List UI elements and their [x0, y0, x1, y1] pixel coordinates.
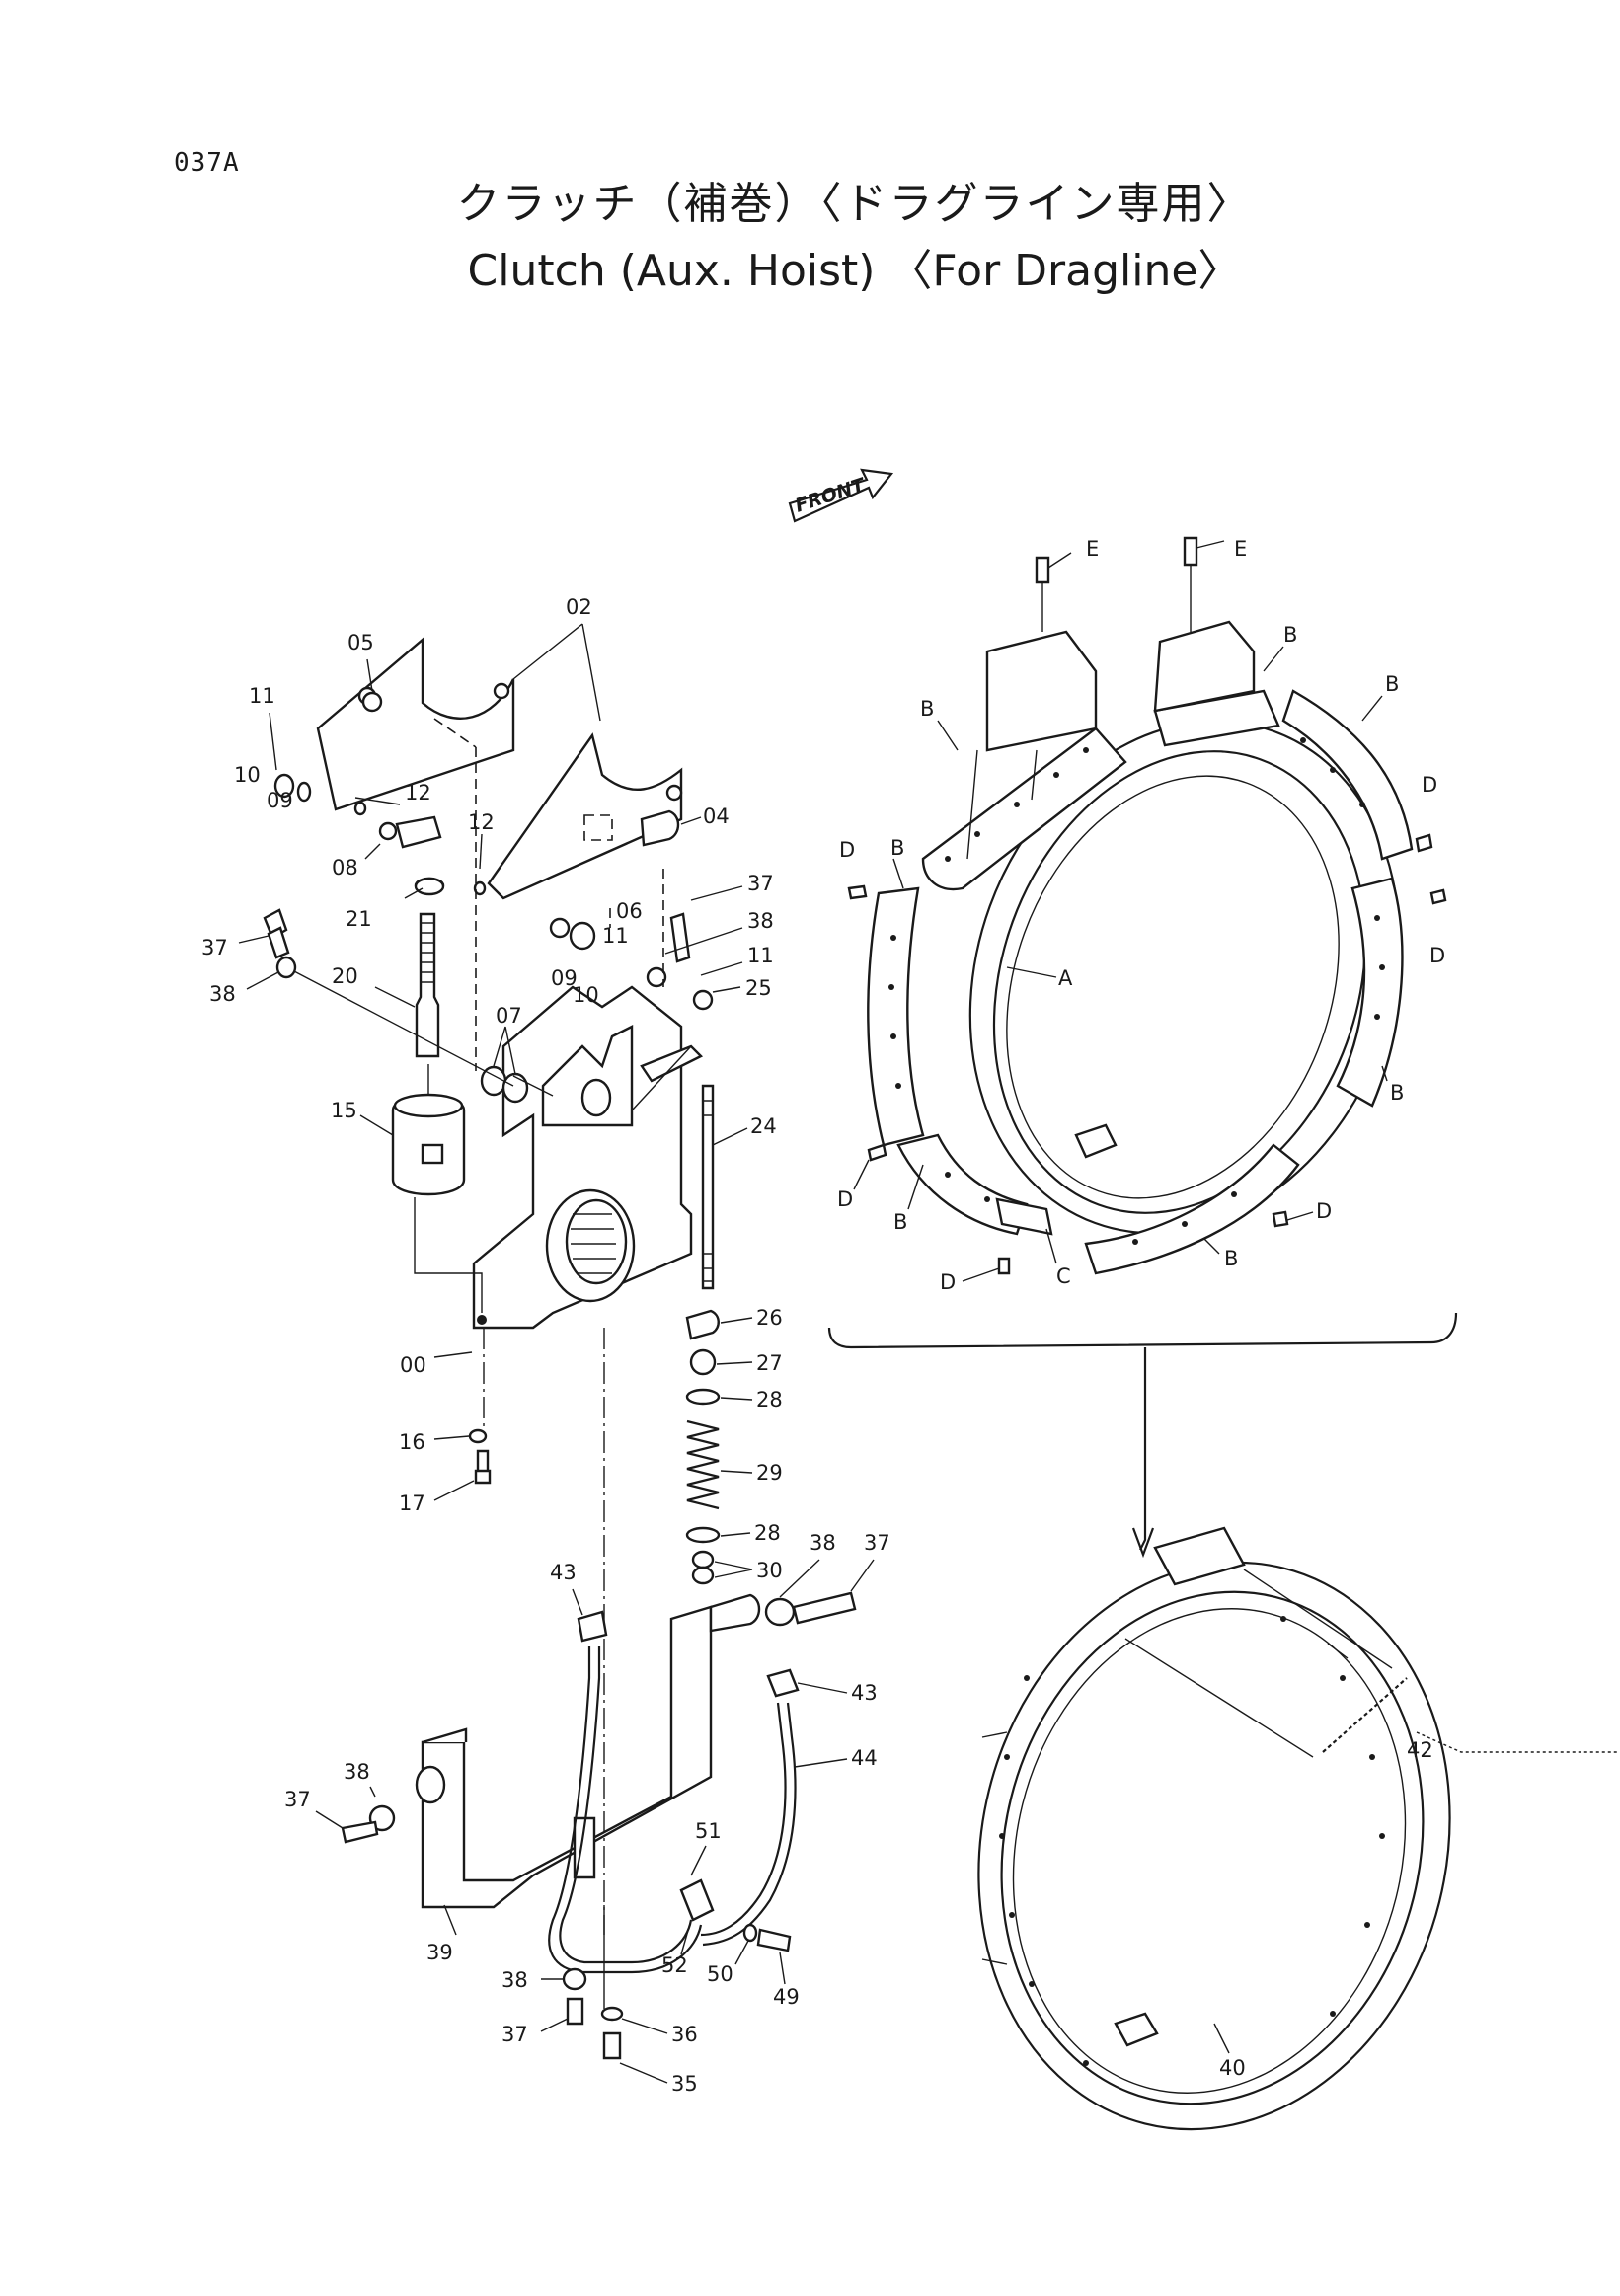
callout-label: 52 [661, 1953, 688, 1977]
callout-label: 44 [851, 1746, 878, 1770]
callout-label: 04 [703, 804, 730, 828]
callout-label: 28 [754, 1521, 781, 1545]
callout-label: B [920, 697, 934, 721]
callout-label: 38 [501, 1968, 528, 1992]
callout-label: 21 [346, 907, 372, 931]
callout-label: 35 [671, 2072, 698, 2096]
arrow-head-icon [1131, 1527, 1155, 1559]
arrow-to-assembled-band [1139, 1347, 1147, 1551]
callout-label: 29 [756, 1461, 783, 1485]
callout-label: 02 [566, 595, 592, 619]
callout-label: D [940, 1270, 956, 1294]
title-japanese: クラッチ（補巻）〈ドラグライン専用〉 [456, 179, 1253, 229]
callout-label: D [837, 1187, 853, 1211]
callout-label: 28 [756, 1388, 783, 1412]
callout-labels: 02 05 11 10 09 12 08 12 04 06 11 09 10 2… [201, 537, 1445, 2096]
callout-label: E [1234, 537, 1247, 561]
assembled-brake-band [977, 1526, 1619, 2131]
callout-label: 15 [331, 1099, 357, 1122]
title-english: Clutch (Aux. Hoist) 〈For Dragline〉 [467, 246, 1242, 296]
callout-label: B [893, 1210, 907, 1234]
callout-label: 08 [332, 856, 358, 880]
callout-label: 12 [468, 810, 495, 834]
callout-label: B [1385, 672, 1399, 696]
callout-label: 36 [671, 2023, 698, 2046]
callout-label: E [1086, 537, 1099, 561]
callout-label: 07 [496, 1004, 522, 1028]
callout-label: 30 [756, 1559, 783, 1582]
grouping-bracket [827, 1312, 1458, 1349]
callout-label: 09 [267, 789, 293, 812]
callout-label: C [1056, 1264, 1071, 1288]
clutch-lever-assembly [341, 1591, 857, 2060]
callout-label: 17 [399, 1492, 425, 1515]
callout-label: 40 [1219, 2056, 1246, 2080]
callout-label: 38 [747, 909, 774, 933]
clutch-bracket-assembly [263, 637, 715, 1485]
callout-label: 37 [747, 872, 774, 895]
callout-label: 10 [573, 983, 599, 1007]
callout-label: 43 [550, 1561, 577, 1584]
callout-label: 25 [745, 976, 772, 1000]
callout-label: 39 [426, 1941, 453, 1964]
callout-label: 11 [747, 944, 774, 967]
callout-label: D [1429, 944, 1445, 967]
callout-label: 00 [400, 1353, 426, 1377]
callout-label: 27 [756, 1351, 783, 1375]
callout-label: 12 [405, 781, 431, 804]
callout-label: B [1390, 1081, 1404, 1105]
callout-label: D [1422, 773, 1437, 797]
page-code: 037A [174, 148, 240, 178]
callout-label: 37 [284, 1788, 311, 1811]
spring-stack [685, 1309, 721, 1585]
callout-label: 26 [756, 1306, 783, 1330]
brake-band-ring-exploded [847, 536, 1447, 1275]
callout-label: 11 [602, 924, 629, 948]
callout-label: 06 [616, 899, 643, 923]
front-label: FRONT [793, 474, 870, 517]
callout-label: 37 [501, 2023, 528, 2046]
callout-label: 38 [810, 1531, 836, 1555]
callout-label: D [1316, 1199, 1332, 1223]
callout-label: 37 [201, 936, 228, 959]
callout-label: B [1283, 623, 1297, 647]
front-arrow-icon: FRONT [788, 468, 894, 523]
callout-label: 43 [851, 1681, 878, 1705]
callout-label: B [890, 836, 904, 860]
callout-label: 38 [209, 982, 236, 1006]
callout-label: 16 [399, 1430, 425, 1454]
callout-label: D [839, 838, 855, 862]
callout-label: 51 [695, 1819, 722, 1843]
callout-label: 10 [234, 763, 261, 787]
callout-label: 05 [347, 631, 374, 654]
callout-label: B [1224, 1247, 1238, 1270]
callout-label: 42 [1407, 1738, 1433, 1762]
callout-label: 37 [864, 1531, 890, 1555]
callout-label: A [1058, 966, 1073, 990]
callout-label: 38 [344, 1760, 370, 1784]
callout-label: 09 [551, 966, 578, 990]
callout-label: 24 [750, 1114, 777, 1138]
callout-label: 11 [249, 684, 275, 708]
callout-label: 50 [707, 1962, 733, 1986]
callout-label: 20 [332, 964, 358, 988]
callout-label: 49 [773, 1985, 800, 2009]
